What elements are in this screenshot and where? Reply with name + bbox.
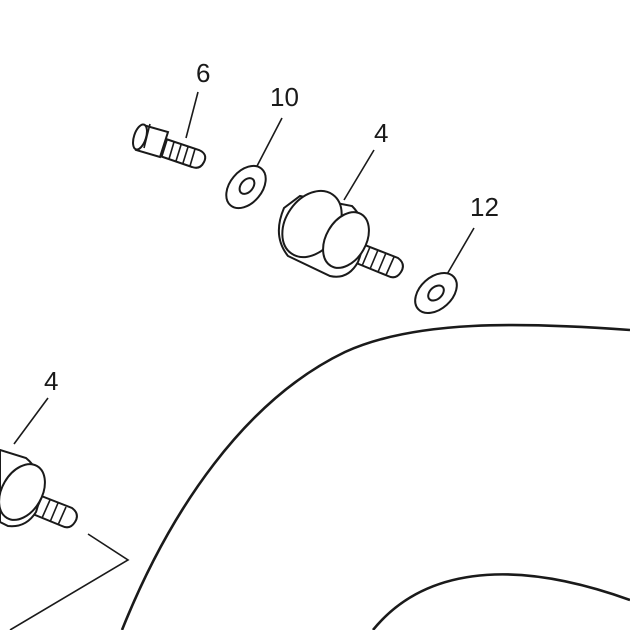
callout-washer-upper: 10 [270, 82, 299, 112]
callout-mount-upper: 4 [374, 118, 388, 148]
rubber-mount-part-left [0, 448, 78, 529]
washer-part-lower [414, 272, 458, 314]
callout-mount-left: 4 [44, 366, 58, 396]
callout-screw: 6 [196, 58, 210, 88]
leader-lines [9, 91, 475, 630]
cap-screw-part [132, 123, 207, 169]
callout-washer-lower: 12 [470, 192, 499, 222]
frame-outline [120, 323, 630, 630]
washer-part-upper [225, 164, 267, 210]
rubber-mount-part-upper [277, 189, 404, 279]
